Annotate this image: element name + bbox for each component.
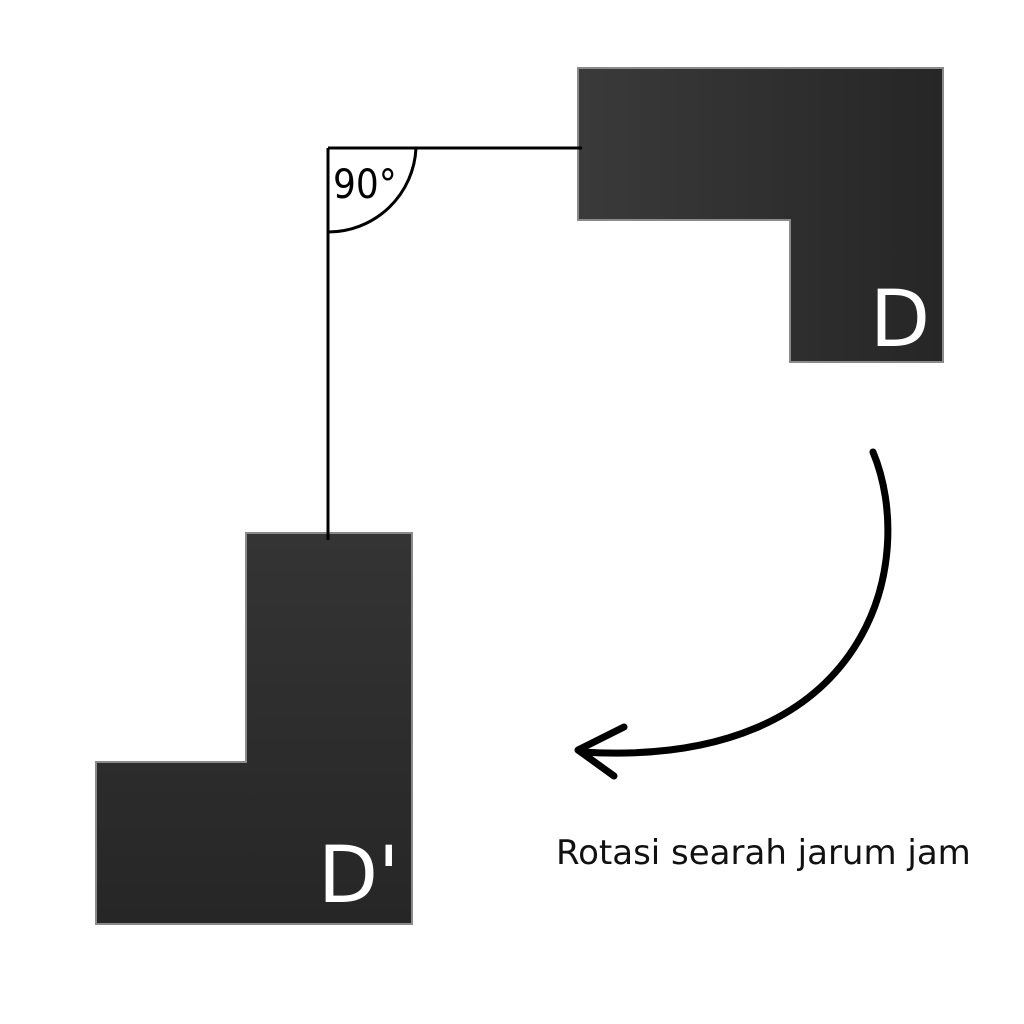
rotation-arrow-curve — [578, 448, 892, 757]
rotation-arrowhead-icon — [574, 723, 628, 780]
angle-label: 90° — [333, 162, 397, 208]
shape-d-label: D — [870, 275, 930, 365]
shape-d-prime — [95, 532, 413, 925]
rotation-caption: Rotasi searah jarum jam — [556, 833, 971, 873]
shape-d — [577, 67, 944, 363]
shape-d-prime-label: D' — [318, 831, 400, 921]
angle-arc — [327, 147, 418, 234]
